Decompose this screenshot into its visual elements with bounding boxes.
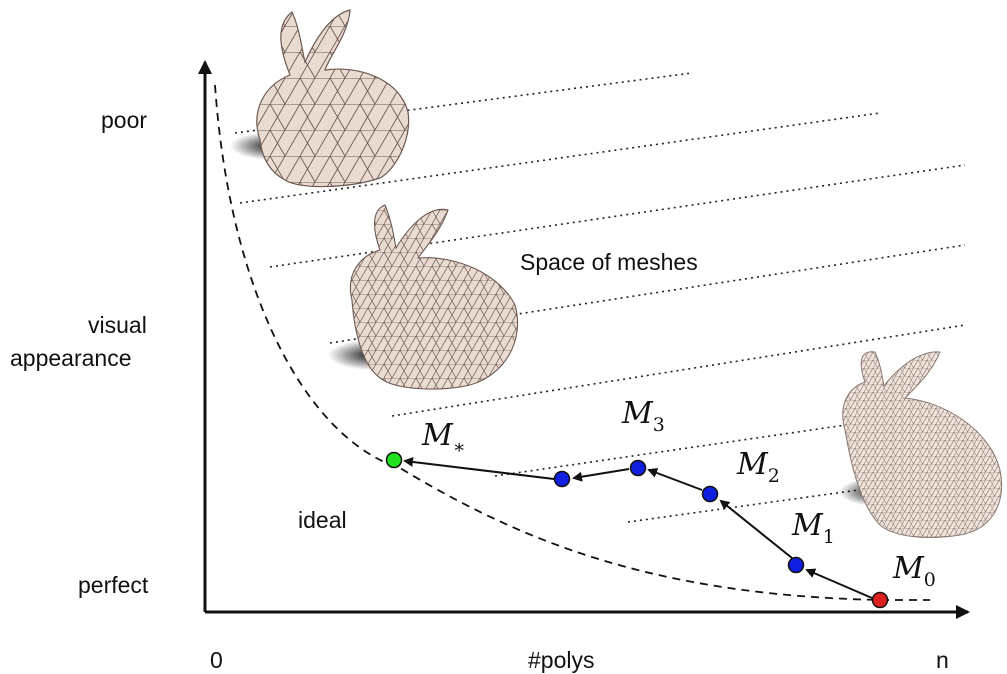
point-m0: [871, 591, 889, 609]
x-label-polys: #polys: [528, 647, 594, 673]
point-m1: [787, 556, 805, 574]
bunny-mesh-fine-icon: [839, 351, 1002, 539]
point-m2: [701, 485, 719, 503]
arrow-m1-m2: [719, 499, 793, 559]
bunny-mesh-coarse-icon: [230, 9, 410, 188]
simplification-path: [403, 456, 873, 599]
axes: [198, 60, 970, 619]
mesh-points: [385, 451, 889, 609]
label-mstar: M∗: [421, 418, 466, 458]
label-m2: M2: [736, 447, 780, 487]
y-label-visual: visual: [88, 312, 147, 338]
bunny-mesh-medium-icon: [328, 204, 519, 390]
point-intermediate: [553, 470, 571, 488]
label-m1: M1: [791, 508, 835, 548]
y-label-appearance: appearance: [10, 345, 132, 371]
point-m3: [629, 459, 647, 477]
arrow-mx-mstar: [403, 456, 555, 480]
arrow-m0-m1: [805, 568, 873, 599]
point-mstar: [385, 451, 403, 469]
ideal-label: ideal: [298, 507, 347, 533]
arrow-m3-mx: [572, 468, 630, 482]
x-label-zero: 0: [210, 647, 223, 673]
arrow-m2-m3: [647, 468, 703, 491]
label-m3: M3: [621, 396, 665, 436]
dotted-level-lines: [234, 72, 966, 523]
y-label-poor: poor: [101, 107, 147, 133]
y-label-perfect: perfect: [78, 572, 149, 598]
x-label-n: n: [936, 647, 949, 673]
region-label-space-of-meshes: Space of meshes: [520, 249, 698, 275]
label-m0: M0: [892, 551, 936, 591]
